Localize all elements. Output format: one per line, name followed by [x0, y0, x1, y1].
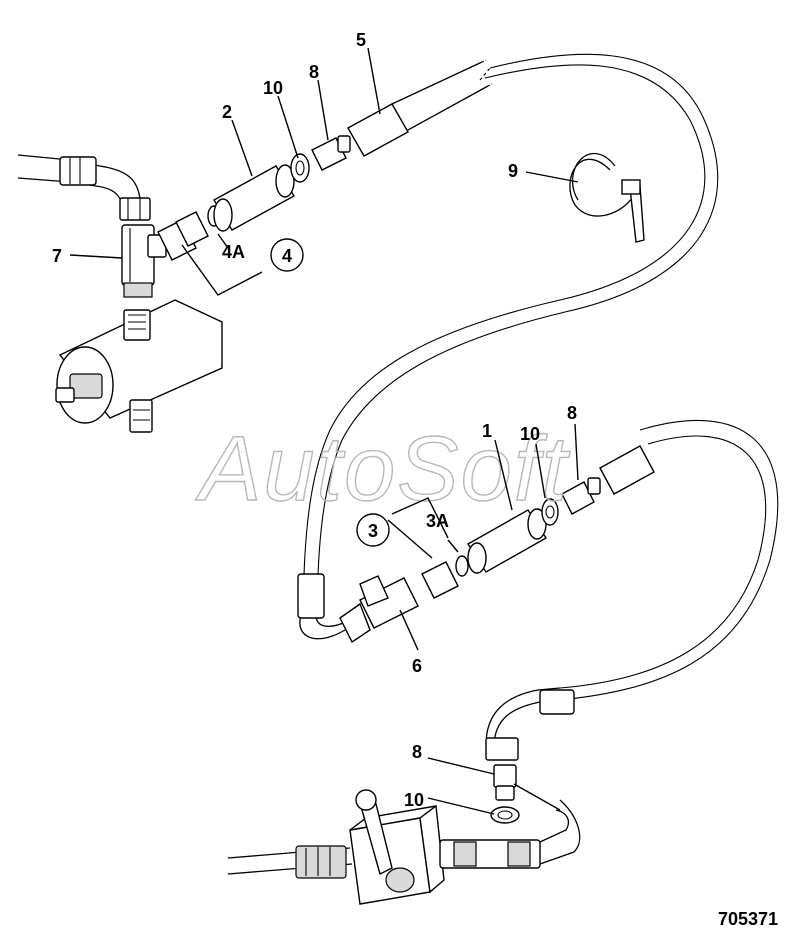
adapter-3 [421, 555, 469, 599]
right-hose-loop [559, 419, 779, 701]
bottom-hose-elbow [485, 687, 575, 761]
callout-10-bottom: 10 [404, 790, 424, 810]
hose-end-6 [297, 573, 419, 644]
callout-7: 7 [52, 246, 62, 266]
callout-3: 3 [368, 521, 378, 541]
upper-tube-2 [213, 164, 295, 232]
upper-adapter-4 [157, 205, 221, 261]
tube-1 [467, 508, 547, 574]
callout-5: 5 [356, 30, 366, 50]
callout-9: 9 [508, 161, 518, 181]
callout-10-mid: 10 [520, 424, 540, 444]
bottom-nipple-8 [493, 764, 517, 801]
drawing-number: 705371 [718, 909, 778, 929]
cable-tie-9 [569, 152, 645, 243]
leader-lines [69, 47, 579, 815]
bottom-washer-10 [490, 806, 520, 824]
callout-6: 6 [412, 656, 422, 676]
mid-nipple-8 [561, 477, 601, 515]
upper-nipple-8 [311, 135, 351, 171]
callout-circle-3 [356, 513, 390, 547]
callout-8-top: 8 [309, 62, 319, 82]
callout-circle-4 [270, 238, 304, 272]
valve-block [349, 789, 445, 905]
callout-10-top: 10 [263, 78, 283, 98]
mid-hose-end [599, 445, 655, 495]
callout-2: 2 [222, 102, 232, 122]
callout-4: 4 [282, 246, 292, 266]
callout-8-bottom: 8 [412, 742, 422, 762]
callout-1: 1 [482, 421, 492, 441]
callout-4a: 4A [222, 242, 245, 262]
callout-3a: 3A [426, 511, 449, 531]
valve-pipes [227, 783, 581, 879]
watermark: AutoSoft [195, 418, 570, 520]
upper-hose-5 [347, 59, 493, 157]
long-hose-loop [303, 53, 719, 576]
callout-8-mid: 8 [567, 403, 577, 423]
mid-washer-10 [541, 498, 559, 526]
top-left-hose [17, 154, 151, 221]
cylinder-body [55, 299, 223, 433]
upper-washer-10 [290, 153, 310, 183]
